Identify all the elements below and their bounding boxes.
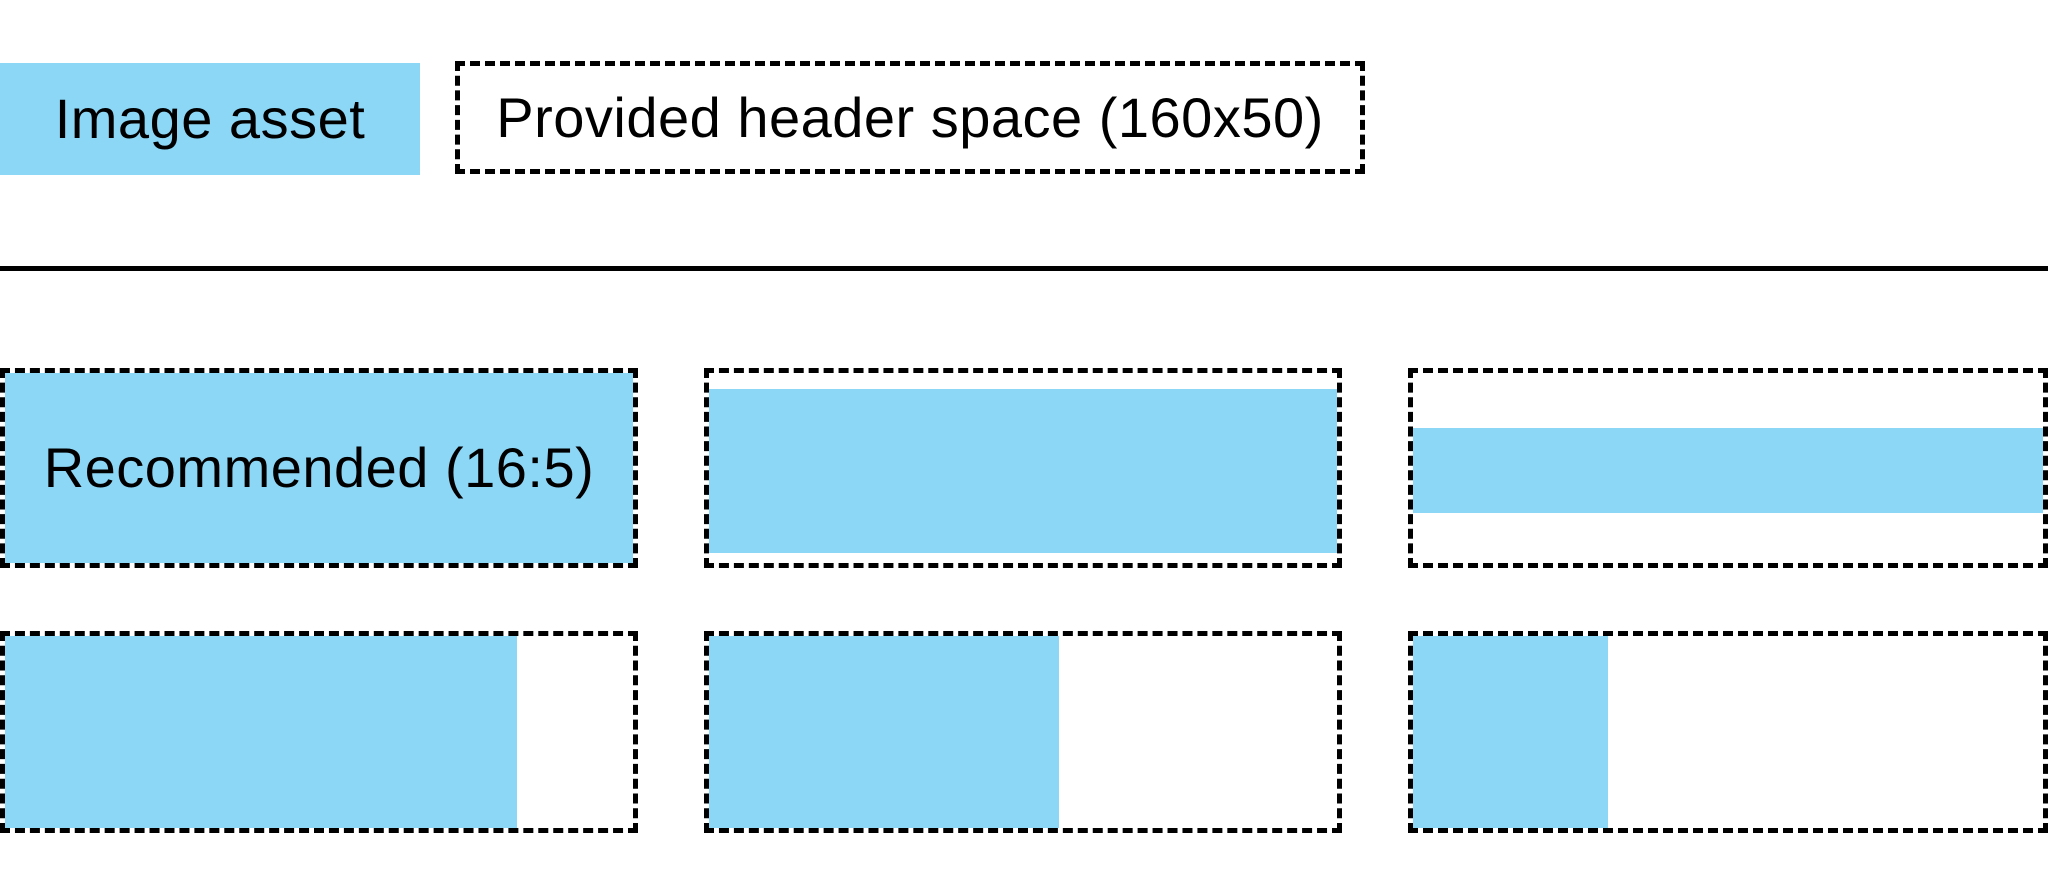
header-space-box-recommended: Recommended (16:5) — [0, 368, 638, 568]
header-space-inner — [5, 636, 633, 828]
header-space-legend-box: Provided header space (160x50) — [455, 61, 1365, 174]
header-space-box-tallest — [1408, 631, 2048, 833]
header-space-inner — [709, 636, 1337, 828]
section-divider — [0, 266, 2048, 271]
image-asset-legend-label: Image asset — [54, 87, 366, 150]
image-asset-fill — [5, 636, 517, 828]
header-space-inner: Recommended (16:5) — [5, 373, 633, 563]
header-space-inner — [709, 373, 1337, 563]
header-space-inner — [1413, 373, 2043, 563]
image-asset-fill — [1413, 428, 2043, 513]
header-space-box-tall — [0, 631, 638, 833]
image-asset-fill — [5, 373, 633, 563]
recommended-label: Recommended (16:5) — [43, 436, 595, 499]
recommended-label-wrap: Recommended (16:5) — [5, 373, 633, 563]
header-space-box-taller — [704, 631, 1342, 833]
header-space-box-extra-wide — [1408, 368, 2048, 568]
header-space-inner — [1413, 636, 2043, 828]
header-space-box-wide — [704, 368, 1342, 568]
image-asset-fill — [709, 636, 1059, 828]
image-asset-fill — [709, 389, 1337, 553]
image-asset-legend-swatch: Image asset — [0, 63, 420, 175]
header-space-legend-label: Provided header space (160x50) — [496, 85, 1324, 149]
image-asset-fill — [1413, 636, 1608, 828]
